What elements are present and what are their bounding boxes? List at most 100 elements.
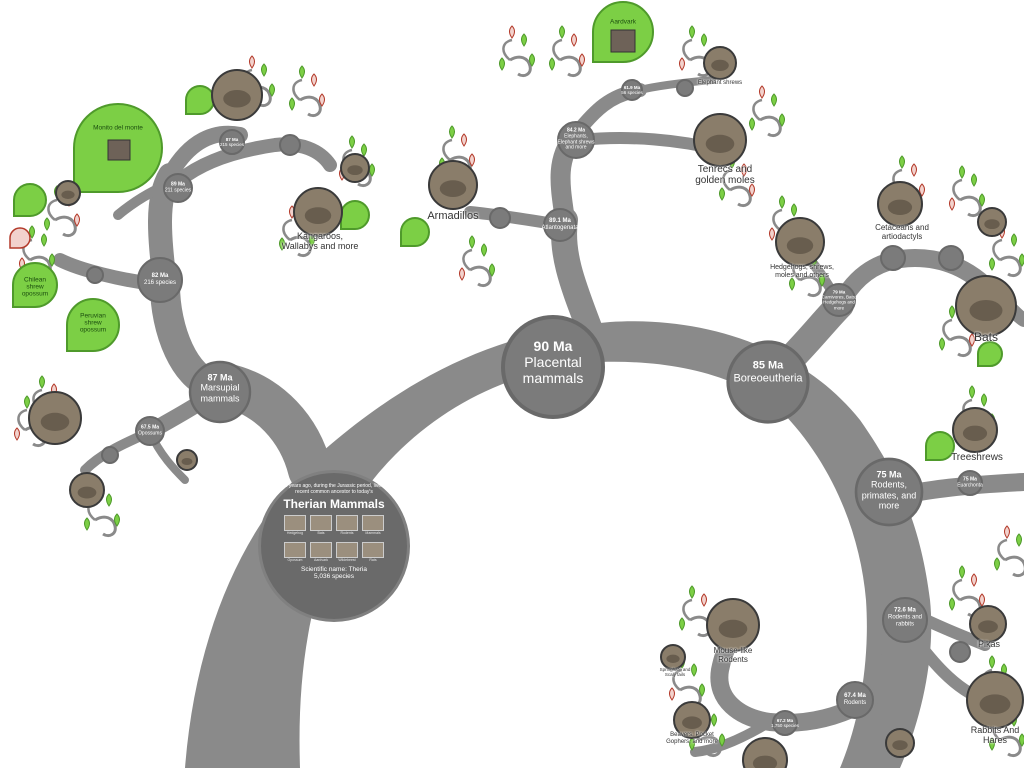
label-armadillos[interactable]: Armadillos: [427, 210, 479, 222]
green-leaf: [289, 97, 295, 111]
hub-euarchonta[interactable]: 75 Ma Euarchonta: [955, 476, 985, 489]
hub-age: 89 Ma: [171, 181, 185, 188]
hub-circle-small-8: [949, 641, 971, 663]
red-leaf: [1004, 525, 1010, 539]
hub-215-species[interactable]: 87 Ma 215 species: [217, 137, 247, 147]
green-leaf: [39, 375, 45, 389]
hub-age: 87 Ma: [207, 372, 233, 383]
label-beavers[interactable]: Beavers, Pocket Gophers, and more: [666, 732, 718, 745]
green-leaf: [939, 337, 945, 351]
branch-17: [831, 248, 999, 314]
thumb-3[interactable]: Rodents: [336, 515, 358, 536]
photos: [28, 29, 1024, 768]
twig: [999, 255, 1022, 278]
hub-56-species[interactable]: 61.9 Ma 56 species: [617, 85, 647, 95]
leaf-label-peruvian[interactable]: Peruvian shrew opossum: [79, 312, 107, 334]
leaf-small-3: [400, 217, 430, 247]
twig: [94, 515, 117, 538]
green-leaf: [679, 617, 685, 631]
green-leaf: [959, 565, 965, 579]
red-leaf: [509, 25, 515, 39]
red-leaf: [459, 267, 465, 281]
red-leaf: [311, 73, 317, 87]
thumb-7[interactable]: Wildebeest: [336, 541, 358, 563]
hub-age: 67.2 Ma: [776, 717, 794, 723]
thumb-5[interactable]: Opossum: [284, 541, 306, 563]
thumb-2[interactable]: Bats: [310, 515, 332, 536]
twig: [729, 185, 752, 208]
leaf-label-aardvark[interactable]: Aardvark: [609, 18, 636, 26]
label-rabbits-and-hares[interactable]: Rabbits And Hares: [970, 725, 1020, 745]
twig: [959, 195, 982, 218]
photo-wildebeest-silhouette: [887, 199, 913, 215]
leaf-small-2: [185, 85, 215, 115]
hub-elephants[interactable]: 84.2 Ma Elephants, Elephant shrews and m…: [556, 128, 596, 152]
green-leaf: [299, 65, 305, 79]
photo-shrew-opossum-silhouette: [77, 486, 97, 499]
red-leaf: [469, 153, 475, 167]
label-treeshrews[interactable]: Treeshrews: [951, 452, 1003, 463]
hub-name: 216 species: [143, 280, 177, 286]
label-bats[interactable]: Bats: [973, 330, 998, 344]
twig: [682, 38, 693, 61]
hub-carnivores-bats[interactable]: 79 Ma Carnivores, Bats, Hedgehogs and mo…: [821, 290, 857, 311]
green-leaf: [1019, 253, 1024, 267]
hub-rodents-and-rabbits[interactable]: 72.6 Ma Rodents and rabbits: [885, 608, 925, 629]
twig: [682, 598, 693, 621]
hub-name: Rodents and rabbits: [887, 614, 923, 628]
hub-atlantogenata[interactable]: 89.1 Ma Atlantogenata: [538, 218, 582, 232]
leaf-label-monito[interactable]: Monito del monte: [93, 124, 143, 132]
green-leaf: [959, 165, 965, 179]
therian-mammals-badge[interactable]: 166 million years ago, during the Jurass…: [258, 470, 410, 622]
hub-circle-carnivores: [822, 283, 856, 317]
green-leaf: [261, 63, 267, 77]
twig: [469, 265, 492, 288]
hub-1750-species[interactable]: 67.2 Ma 1,750 species: [770, 718, 800, 728]
twig: [17, 408, 28, 431]
hub-age: 79 Ma: [832, 289, 846, 295]
hub-rodents-primates[interactable]: 75 Ma Rodents, primates, and more: [858, 469, 920, 510]
hub-age: 90 Ma: [533, 337, 573, 354]
green-leaf: [989, 737, 995, 751]
label-hedgehogs[interactable]: Hedgehogs, shrews, moles and others: [770, 264, 834, 279]
hub-opossums[interactable]: 67.5 Ma Opossums: [132, 424, 168, 437]
hub-216-species[interactable]: 82 Ma 216 species: [140, 273, 180, 287]
hub-rodents[interactable]: 67.4 Ma Rodents: [835, 693, 875, 707]
label-cetaceans[interactable]: Cetaceans and artiodactyls: [875, 223, 929, 241]
green-leaf: [269, 83, 275, 97]
hub-age: 82 Ma: [151, 273, 169, 280]
thumb-8[interactable]: Rats: [362, 541, 384, 563]
thumb-4[interactable]: Mammals: [362, 515, 384, 536]
twig: [752, 98, 763, 121]
hub-marsupial-mammals[interactable]: 87 Ma Marsupial mammals: [189, 372, 251, 403]
photo-monito-del-monte: [107, 139, 131, 161]
label-mouse-like-rodents[interactable]: Mouse-like Rodents: [713, 646, 753, 664]
therian-species-count: 5,036 species: [313, 573, 355, 580]
twig: [992, 238, 1003, 261]
red-leaf: [579, 53, 585, 67]
thumb-6[interactable]: Aardvark: [310, 541, 332, 563]
hub-placental-mammals[interactable]: 90 Ma Placental mammals: [498, 338, 608, 386]
green-leaf: [971, 173, 977, 187]
hub-211-species[interactable]: 89 Ma 211 species: [160, 181, 196, 194]
green-leaf: [899, 155, 905, 169]
photo-bat-small-silhouette: [984, 219, 1000, 230]
hub-name: Marsupial mammals: [200, 382, 240, 404]
label-elephant-shrews[interactable]: Elephant shrews: [697, 80, 743, 86]
photo-mouse-like-rodent-silhouette: [718, 619, 748, 639]
label-kangaroos[interactable]: Kangaroos, Wallabys and more: [281, 231, 359, 251]
hub-circle-rodents: [836, 681, 874, 719]
green-leaf: [691, 663, 697, 677]
therian-intro: 166 million years ago, during the Jurass…: [263, 483, 405, 495]
label-springhare[interactable]: Springhare and Scaly tails: [659, 667, 691, 677]
thumb-1[interactable]: Hedgehog: [284, 515, 306, 536]
twig: [999, 735, 1022, 758]
hub-boreoeutheria[interactable]: 85 Ma Boreoeutheria: [723, 359, 813, 384]
label-pikas[interactable]: Pikas: [977, 639, 1000, 649]
label-tenrecs[interactable]: Tenrecs and golden moles: [695, 164, 755, 186]
green-leaf: [559, 25, 565, 39]
hub-circle-small-1: [101, 446, 119, 464]
leaf-label-chilean[interactable]: Chilean shrew opossum: [21, 276, 49, 298]
twig: [502, 38, 513, 61]
